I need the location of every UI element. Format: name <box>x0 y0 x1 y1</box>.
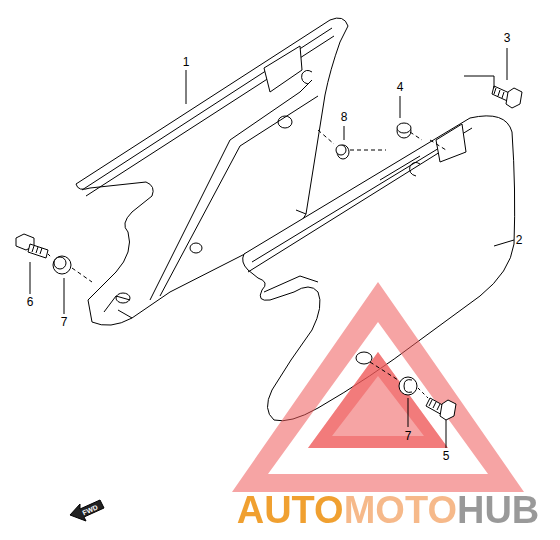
collar <box>336 145 349 159</box>
callout-number: 3 <box>504 32 511 44</box>
callout-number: 4 <box>397 81 404 93</box>
clip <box>399 377 417 395</box>
callout-number: 5 <box>443 450 450 462</box>
callout-number: 1 <box>183 56 190 68</box>
collar <box>53 256 71 274</box>
callout-number: 8 <box>341 111 348 123</box>
watermark: AUTOMOTOHUB <box>237 491 540 529</box>
callout-number: 6 <box>27 296 34 308</box>
bolt <box>492 86 522 108</box>
bolt <box>426 398 456 420</box>
collar <box>397 123 411 138</box>
fwd-arrow <box>70 500 104 521</box>
callout-number: 2 <box>516 234 523 246</box>
callout-number: 7 <box>61 316 68 328</box>
callout-number: 7 <box>405 430 412 442</box>
watermark-triangle <box>232 282 524 492</box>
leader-line <box>30 48 514 448</box>
bolt <box>16 234 48 258</box>
